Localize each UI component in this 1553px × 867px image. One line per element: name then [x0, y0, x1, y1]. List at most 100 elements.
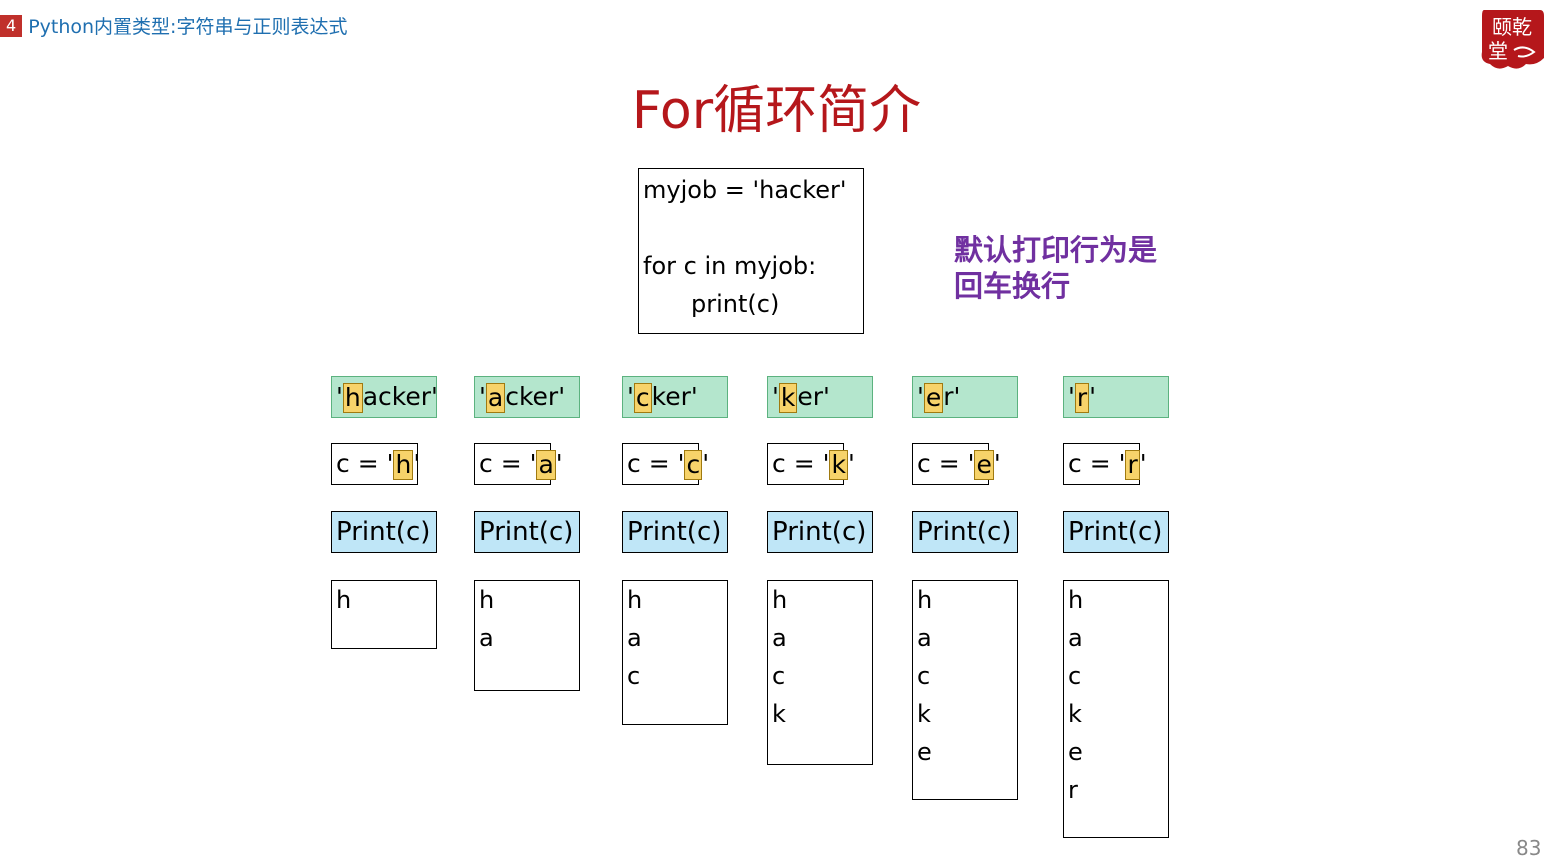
print-behavior-note: 默认打印行为是 回车换行	[954, 232, 1214, 304]
print-label: Print(c)	[479, 517, 574, 547]
output-line: c	[1068, 662, 1082, 690]
print-label: Print(c)	[917, 517, 1012, 547]
output-line: a	[917, 624, 932, 652]
code-block: myjob = 'hacker' for c in myjob: print(c…	[638, 168, 864, 334]
chapter-number: 4	[0, 14, 23, 37]
string-prefix: '	[336, 382, 343, 411]
current-char-highlight: k	[778, 383, 798, 413]
string-rest: acker'	[362, 382, 438, 411]
string-prefix: '	[917, 382, 924, 411]
assigned-char-highlight: c	[684, 450, 703, 480]
output-line: c	[627, 662, 641, 690]
print-call-box: Print(c)	[622, 511, 728, 553]
note-line-1: 默认打印行为是	[954, 233, 1158, 267]
print-label: Print(c)	[336, 517, 431, 547]
output-line: h	[336, 586, 352, 614]
current-char-highlight: a	[485, 383, 506, 413]
current-char-highlight: e	[923, 383, 944, 413]
output-line: k	[917, 700, 931, 728]
assignment-prefix: c = '	[627, 449, 685, 478]
assigned-char-highlight: k	[829, 450, 848, 480]
chapter-header: 4 Python内置类型:字符串与正则表达式	[0, 12, 347, 39]
output-line: a	[627, 624, 642, 652]
assignment-suffix: '	[1139, 449, 1147, 478]
output-line: e	[1068, 738, 1083, 766]
output-line: h	[917, 586, 933, 614]
code-line-assign: myjob = 'hacker'	[643, 176, 847, 204]
output-line: c	[917, 662, 931, 690]
output-line: k	[1068, 700, 1082, 728]
output-line: h	[479, 586, 495, 614]
assignment-suffix: '	[993, 449, 1001, 478]
remaining-string-box: 'cker'	[622, 376, 728, 418]
output-line: c	[772, 662, 786, 690]
assignment-prefix: c = '	[917, 449, 975, 478]
remaining-string-box: 'acker'	[474, 376, 580, 418]
loop-variable-box: c = 'r'	[1063, 443, 1147, 485]
loop-variable-box: c = 'h'	[331, 443, 421, 485]
assignment-suffix: '	[847, 449, 855, 478]
string-rest: '	[1089, 382, 1097, 411]
output-line: h	[772, 586, 788, 614]
remaining-string-box: 'ker'	[767, 376, 873, 418]
output-line: k	[772, 700, 786, 728]
string-prefix: '	[627, 382, 634, 411]
code-line-for: for c in myjob:	[643, 252, 817, 280]
remaining-string-box: 'er'	[912, 376, 1018, 418]
code-line-blank	[643, 209, 863, 247]
output-line: r	[1068, 776, 1078, 804]
assignment-prefix: c = '	[1068, 449, 1126, 478]
assignment-prefix: c = '	[772, 449, 830, 478]
console-output-box: h	[331, 580, 437, 649]
slide-title: For循环简介	[631, 81, 922, 141]
output-line: a	[1068, 624, 1083, 652]
assignment-suffix: '	[555, 449, 563, 478]
svg-text:颐乾: 颐乾	[1492, 15, 1532, 39]
output-line: h	[627, 586, 643, 614]
loop-variable-box: c = 'c'	[622, 443, 709, 485]
output-line: a	[772, 624, 787, 652]
assigned-char-highlight: e	[974, 450, 994, 480]
current-char-highlight: r	[1074, 383, 1090, 413]
string-prefix: '	[772, 382, 779, 411]
code-line-print: print(c)	[691, 290, 780, 318]
print-label: Print(c)	[627, 517, 722, 547]
loop-variable-box: c = 'e'	[912, 443, 1001, 485]
print-call-box: Print(c)	[912, 511, 1018, 553]
string-rest: r'	[943, 382, 961, 411]
svg-text:堂: 堂	[1488, 39, 1508, 63]
string-prefix: '	[479, 382, 486, 411]
note-line-2: 回车换行	[954, 269, 1071, 303]
print-call-box: Print(c)	[1063, 511, 1169, 553]
current-char-highlight: h	[342, 383, 363, 413]
output-line: h	[1068, 586, 1084, 614]
assigned-char-highlight: h	[393, 450, 414, 480]
assigned-char-highlight: r	[1125, 450, 1140, 480]
current-char-highlight: c	[633, 383, 652, 413]
seal-logo-icon: 颐乾 堂	[1481, 10, 1544, 69]
output-line: e	[917, 738, 932, 766]
output-line: a	[479, 624, 494, 652]
assignment-prefix: c = '	[336, 449, 394, 478]
assigned-char-highlight: a	[536, 450, 556, 480]
print-call-box: Print(c)	[474, 511, 580, 553]
print-call-box: Print(c)	[331, 511, 437, 553]
string-rest: cker'	[505, 382, 566, 411]
remaining-string-box: 'hacker'	[331, 376, 438, 418]
loop-variable-box: c = 'k'	[767, 443, 855, 485]
remaining-string-box: 'r'	[1063, 376, 1169, 418]
assignment-suffix: '	[413, 449, 421, 478]
print-label: Print(c)	[772, 517, 867, 547]
loop-variable-box: c = 'a'	[474, 443, 563, 485]
print-label: Print(c)	[1068, 517, 1163, 547]
string-rest: er'	[797, 382, 830, 411]
chapter-title: Python内置类型:字符串与正则表达式	[28, 16, 348, 38]
assignment-suffix: '	[702, 449, 710, 478]
print-call-box: Print(c)	[767, 511, 873, 553]
page-number: 83	[1516, 836, 1542, 860]
